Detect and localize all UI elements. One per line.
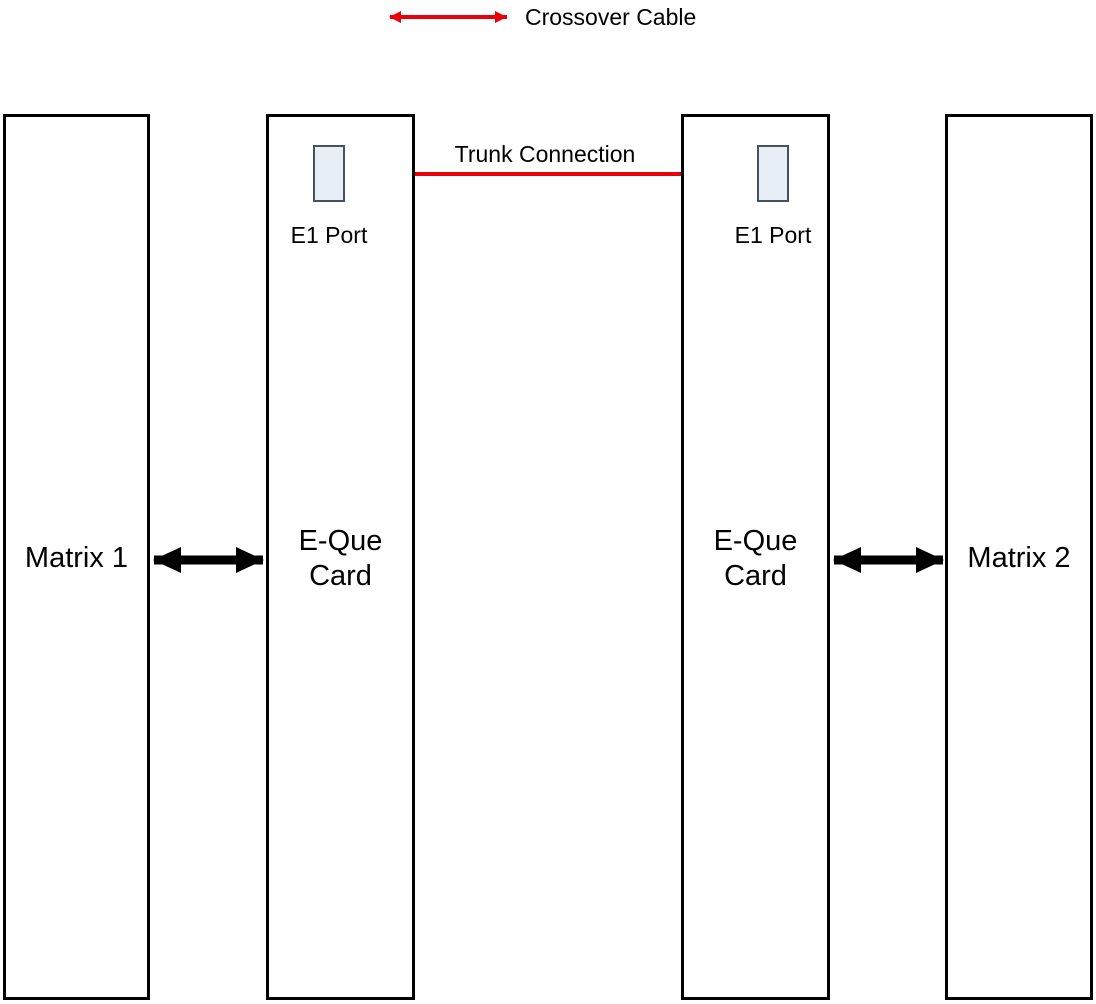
node-e-que-card-1[interactable] bbox=[266, 114, 415, 1000]
node-matrix-2-label: Matrix 2 bbox=[967, 542, 1071, 574]
node-e-que-card-1-label: E-Que Card bbox=[298, 525, 383, 592]
trunk-connection-label: Trunk Connection bbox=[454, 141, 636, 167]
legend-label-crossover-cable: Crossover Cable bbox=[525, 4, 697, 30]
port-e1-port-left-label: E1 Port bbox=[290, 222, 368, 248]
node-e-que-card-2-label: E-Que Card bbox=[713, 525, 798, 592]
port-e1-port-right[interactable] bbox=[757, 145, 789, 202]
port-e1-port-right-label: E1 Port bbox=[734, 222, 812, 248]
node-matrix-2[interactable] bbox=[945, 114, 1093, 1000]
node-matrix-1[interactable] bbox=[3, 114, 150, 1000]
node-matrix-1-label: Matrix 1 bbox=[24, 542, 129, 574]
node-e-que-card-2[interactable] bbox=[681, 114, 830, 1000]
port-e1-port-left[interactable] bbox=[313, 145, 345, 202]
